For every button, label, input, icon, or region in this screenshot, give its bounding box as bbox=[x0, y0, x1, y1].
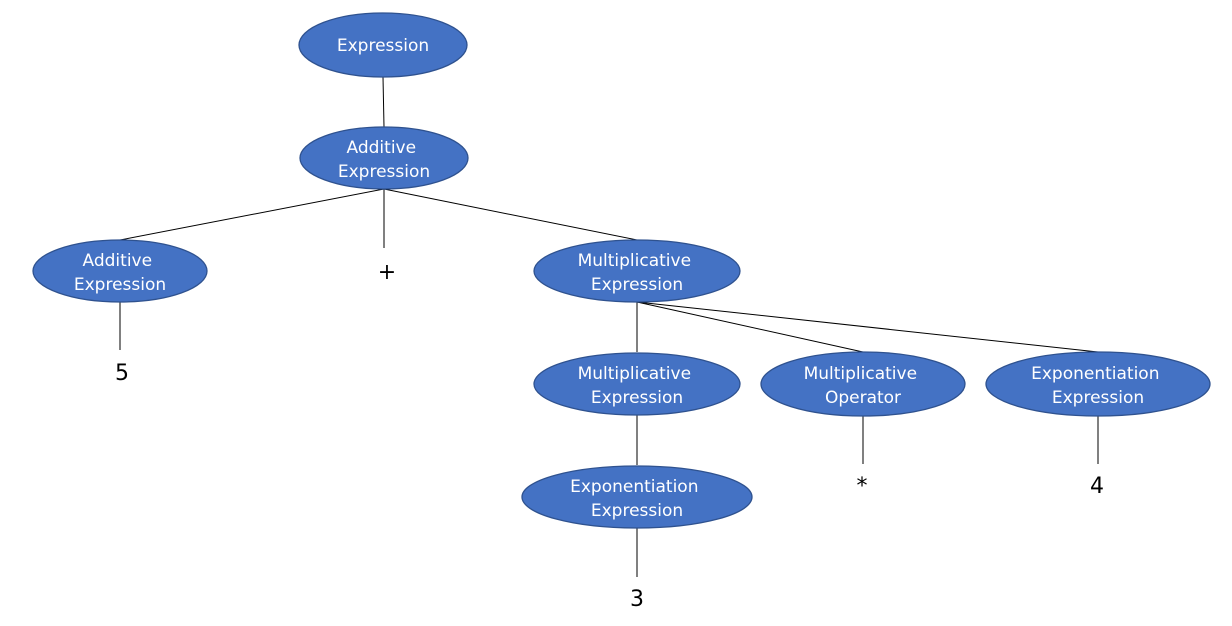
leaf-four: 4 bbox=[1090, 474, 1104, 499]
leaf-star: * bbox=[857, 474, 868, 499]
node-multiplicative-top-line-1: Multiplicative bbox=[578, 251, 691, 271]
edge-expression-to-additive bbox=[382, 76, 385, 128]
svg-text:Multiplicative Expressio: Multiplicative Expression bbox=[578, 251, 697, 295]
node-exponentiation-expression-right: Exponentiation Expression bbox=[985, 351, 1211, 417]
svg-text:Additive Expression: Additive Expression bbox=[74, 251, 166, 295]
node-multiplicative-expression-child: Multiplicative Expression bbox=[533, 352, 741, 416]
svg-text:Expression: Expression bbox=[337, 36, 429, 56]
node-exponentiation-right-line-2: Expression bbox=[1052, 388, 1144, 408]
svg-text:Multiplicative Expressio: Multiplicative Expression bbox=[578, 364, 697, 408]
node-additive-left-line-2: Expression bbox=[74, 275, 166, 295]
svg-text:Multiplicative Operator: Multiplicative Operator bbox=[804, 364, 923, 408]
node-exponentiation-bottom-line-1: Exponentiation bbox=[570, 477, 698, 497]
edge-additive-to-additive-left bbox=[119, 188, 385, 241]
node-additive-top-line-1: Additive bbox=[347, 138, 417, 158]
leaf-five: 5 bbox=[115, 361, 129, 386]
node-additive-left-line-1: Additive bbox=[83, 251, 153, 271]
node-exponentiation-bottom-line-2: Expression bbox=[591, 501, 683, 521]
node-expression-line-1: Expression bbox=[337, 36, 429, 56]
node-operator-line-2: Operator bbox=[825, 388, 901, 408]
node-additive-expression-left: Additive Expression bbox=[32, 239, 208, 303]
leaf-three: 3 bbox=[630, 587, 644, 612]
edge-multiplicative-to-exponentiation-right bbox=[636, 301, 1099, 353]
node-additive-expression-top: Additive Expression bbox=[299, 126, 469, 190]
node-multiplicative-child-line-2: Expression bbox=[591, 388, 683, 408]
leaf-plus: + bbox=[378, 260, 396, 285]
svg-text:Additive Expression: Additive Expression bbox=[338, 138, 430, 182]
node-exponentiation-expression-bottom: Exponentiation Expression bbox=[521, 465, 753, 529]
node-multiplicative-expression-top: Multiplicative Expression bbox=[533, 239, 741, 303]
edge-additive-to-multiplicative bbox=[383, 188, 638, 241]
node-multiplicative-child-line-1: Multiplicative bbox=[578, 364, 691, 384]
node-operator-line-1: Multiplicative bbox=[804, 364, 917, 384]
node-multiplicative-top-line-2: Expression bbox=[591, 275, 683, 295]
node-multiplicative-operator: Multiplicative Operator bbox=[760, 351, 966, 417]
edge-multiplicative-to-operator bbox=[636, 301, 864, 353]
svg-text:Exponentiation Expressio: Exponentiation Expression bbox=[1031, 364, 1165, 408]
node-additive-top-line-2: Expression bbox=[338, 162, 430, 182]
svg-text:Exponentiation Expressio: Exponentiation Expression bbox=[570, 477, 704, 521]
node-expression: Expression bbox=[298, 12, 468, 78]
tree-edges bbox=[119, 76, 1099, 577]
node-exponentiation-right-line-1: Exponentiation bbox=[1031, 364, 1159, 384]
